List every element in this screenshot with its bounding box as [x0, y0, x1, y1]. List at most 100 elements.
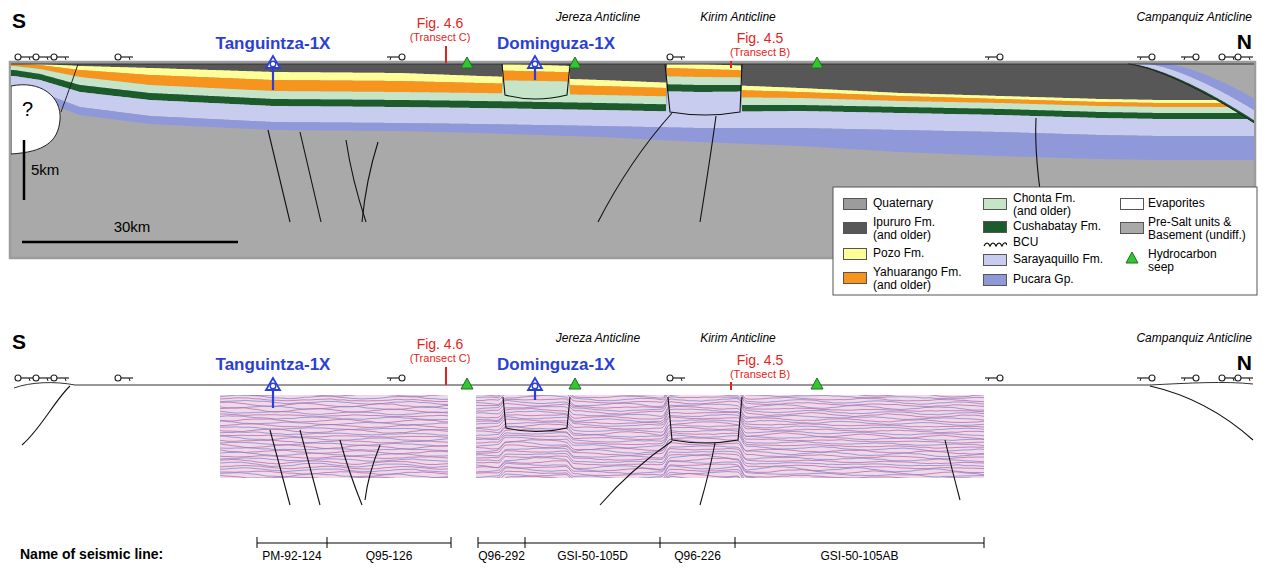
figure-marker	[445, 367, 447, 385]
dip-tick	[390, 57, 391, 60]
well-name: Dominguza-1X	[497, 356, 615, 375]
figure-reference: Fig. 4.6	[417, 337, 464, 352]
seismic-reflector	[220, 408, 448, 413]
dip-symbol	[33, 54, 51, 60]
dip-circle	[1235, 54, 1241, 60]
dip-line	[387, 377, 399, 378]
dip-circle	[667, 54, 673, 60]
dip-circle	[1149, 375, 1155, 381]
figure-marker	[730, 382, 732, 390]
fault-line	[945, 440, 960, 500]
kirim-fault-box	[665, 64, 742, 115]
dip-line	[1181, 56, 1193, 57]
dip-tick	[47, 378, 48, 381]
direction-label: S	[12, 330, 26, 353]
direction-label: N	[1237, 30, 1252, 53]
dip-tick	[1140, 378, 1141, 381]
evaporite-body	[11, 85, 60, 154]
dip-circle	[667, 375, 673, 381]
dip-symbol	[387, 375, 405, 381]
structure-name: Campanquiz Anticline	[1136, 11, 1252, 24]
dip-tick	[1184, 57, 1185, 60]
top-symbols	[15, 46, 1253, 242]
seismic-reflector	[220, 435, 448, 437]
seismic-line-name: Q95-126	[366, 550, 413, 563]
well-triangle	[528, 378, 542, 390]
seismic-reflector	[220, 442, 448, 446]
well-symbol	[266, 56, 280, 90]
dip-circle	[15, 375, 21, 381]
fault-line	[503, 397, 570, 432]
well-symbol	[266, 378, 280, 408]
dip-line	[1241, 377, 1253, 378]
legend-label: Chonta Fm. (and older)	[1013, 192, 1087, 218]
legend-swatch	[983, 254, 1007, 266]
fault-line	[598, 113, 672, 222]
dip-circle	[1219, 375, 1225, 381]
fault-line	[22, 386, 70, 445]
seismic-reflector	[220, 448, 448, 451]
seismic-reflector	[476, 425, 984, 441]
seismic-reflector	[220, 427, 448, 430]
dip-symbol	[1219, 375, 1237, 381]
legend-swatch	[843, 248, 867, 260]
dip-circle	[51, 54, 57, 60]
dip-symbol	[1137, 375, 1155, 381]
legend-swatch	[1120, 198, 1144, 210]
seep-symbol	[569, 57, 581, 68]
jereza-fault-box	[502, 64, 570, 99]
cross-section	[10, 62, 1255, 258]
legend-line-sample	[983, 237, 1007, 249]
dip-tick	[29, 57, 30, 60]
fault-line	[300, 430, 320, 505]
bracket-tick	[257, 537, 258, 548]
fault-line	[600, 441, 672, 505]
legend-label: Evaporites	[1148, 197, 1252, 210]
dip-tick	[65, 378, 66, 381]
well-track	[534, 68, 536, 80]
well-circle	[270, 383, 276, 389]
section-panel	[10, 62, 1255, 258]
seismic-reflector	[220, 478, 448, 479]
well-symbol	[528, 56, 542, 80]
legend-label: Pozo Fm.	[873, 247, 973, 260]
dip-circle	[15, 54, 21, 60]
dip-line	[57, 56, 69, 57]
seismic-line-name: Q96-226	[674, 550, 721, 563]
legend-label: Hydrocarbon seep	[1148, 248, 1228, 274]
dip-line	[21, 377, 33, 378]
stratigraphic-layer	[11, 86, 1254, 160]
legend-swatch	[983, 198, 1007, 210]
dip-symbol	[15, 375, 33, 381]
bracket-tick	[660, 537, 661, 548]
dip-circle	[1219, 54, 1225, 60]
fault-line	[700, 443, 715, 505]
strata	[11, 64, 1254, 222]
structure-name: Jereza Anticline	[556, 11, 640, 24]
dip-line	[57, 377, 69, 378]
dip-tick	[681, 378, 682, 381]
dip-tick	[1233, 57, 1234, 60]
dip-symbol	[985, 375, 1003, 381]
seismic-line-name: GSI-50-105D	[557, 550, 628, 563]
dip-circle	[1235, 375, 1241, 381]
dip-tick	[129, 57, 130, 60]
structure-name: Jereza Anticline	[556, 332, 640, 345]
fault-line	[270, 430, 290, 505]
seismic-reflector	[220, 436, 448, 441]
fault-line	[700, 116, 716, 222]
well-track	[272, 68, 274, 90]
dip-line	[985, 56, 997, 57]
transect-name: (Transect B)	[730, 368, 790, 380]
dip-tick	[29, 378, 30, 381]
fault-line	[300, 132, 321, 222]
structure-name: Kirim Anticline	[700, 332, 776, 345]
transect-name: (Transect C)	[410, 31, 471, 43]
bracket-tick	[478, 537, 479, 548]
axis-title: Name of seismic line:	[20, 547, 163, 562]
ground-surface	[11, 64, 1254, 65]
dip-circle	[33, 375, 39, 381]
